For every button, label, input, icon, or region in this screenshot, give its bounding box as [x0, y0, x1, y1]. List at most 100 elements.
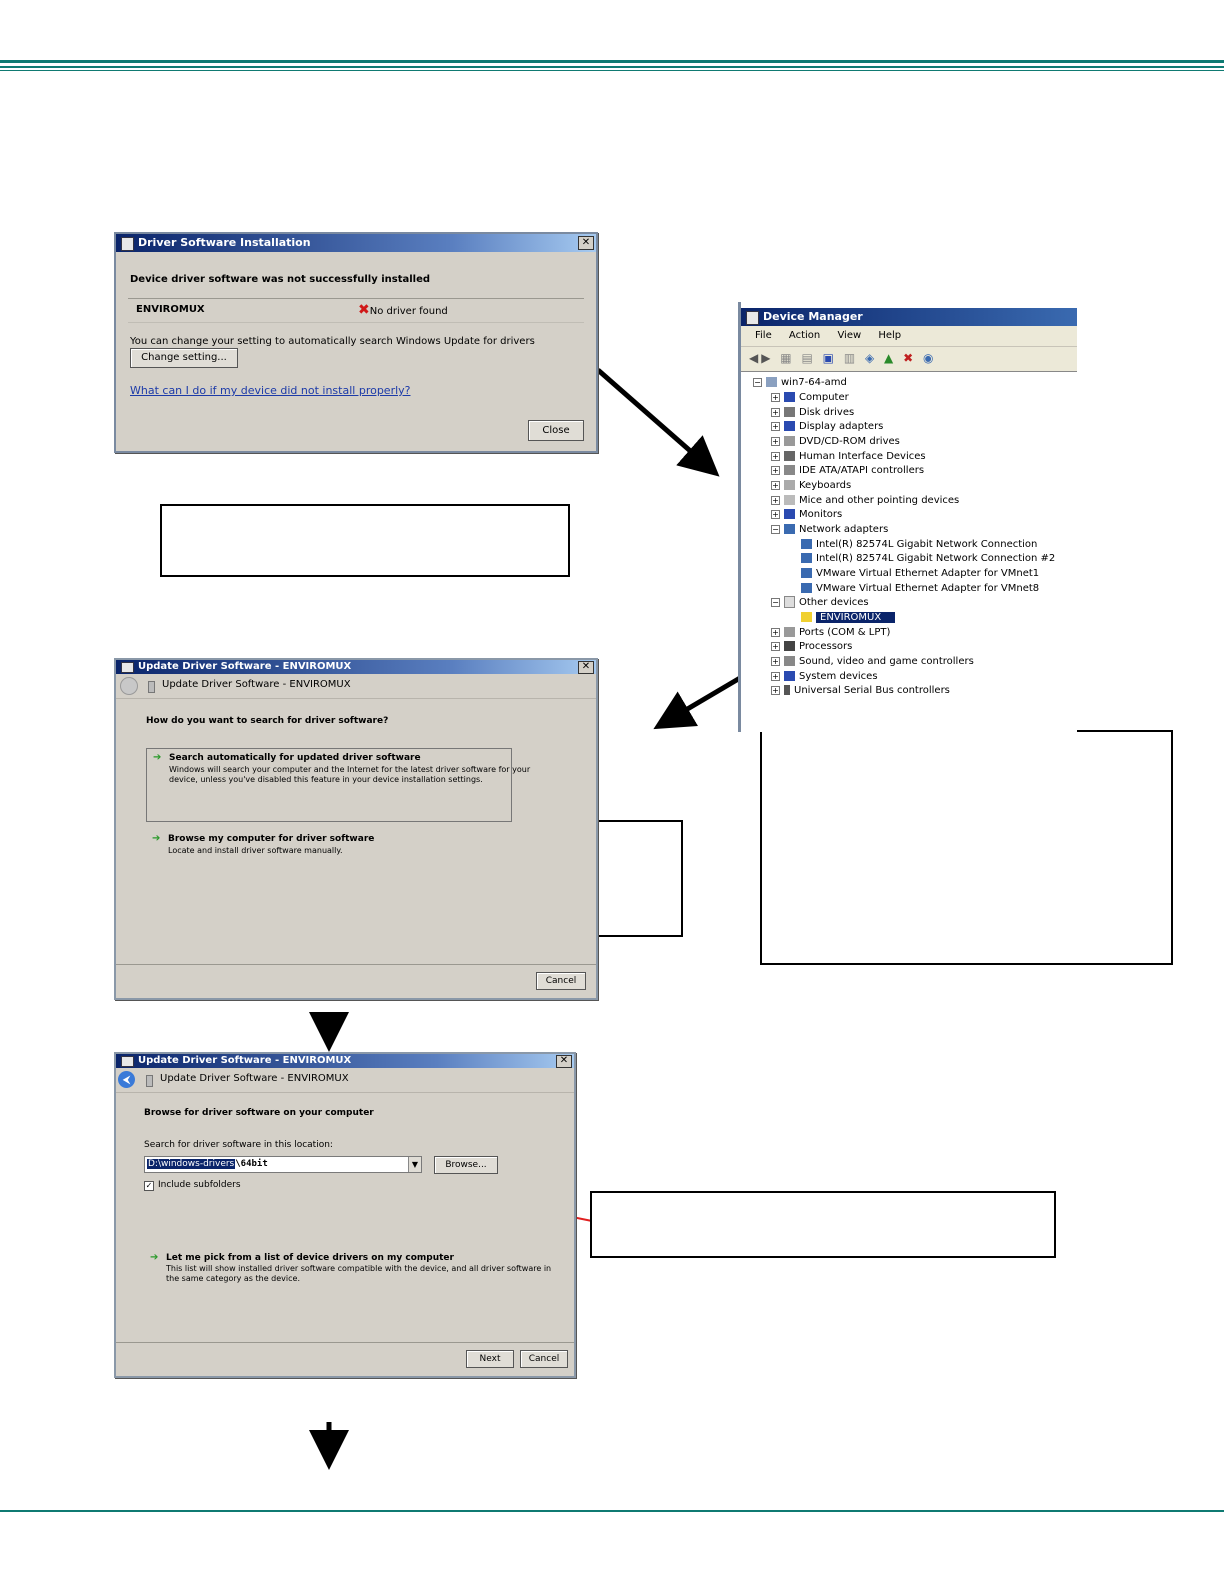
network-icon — [801, 553, 812, 563]
tree-root[interactable]: −win7-64-amd — [753, 377, 847, 388]
info-text: You can change your setting to automatic… — [130, 336, 535, 347]
help-link[interactable]: What can I do if my device did not insta… — [130, 384, 411, 397]
network-icon — [784, 524, 795, 534]
tree-item-monitors[interactable]: +Monitors — [771, 509, 843, 520]
window-icon — [121, 237, 134, 251]
change-setting-button[interactable]: Change setting... — [130, 348, 238, 368]
properties-icon[interactable]: ▦ — [780, 351, 795, 365]
arrow-to-update-dialog — [653, 675, 742, 730]
toolbar: ◀▶ ▦ ▤ ▣ ▥ ◈ ▲ ✖ ◉ — [741, 346, 1077, 372]
green-arrow-icon: ➔ — [152, 833, 161, 844]
menu-view[interactable]: View — [837, 330, 862, 341]
divider — [116, 1342, 574, 1343]
view-icon[interactable]: ▥ — [843, 351, 859, 365]
window-icon — [121, 662, 134, 673]
mouse-icon — [784, 495, 795, 505]
cancel-button[interactable]: Cancel — [520, 1350, 568, 1368]
tree-item-ports[interactable]: +Ports (COM & LPT) — [771, 627, 891, 638]
computer-icon — [766, 377, 777, 387]
close-icon[interactable]: ✕ — [556, 1055, 572, 1068]
scan-icon[interactable]: ◈ — [864, 351, 878, 365]
header-title: Update Driver Software - ENVIROMUX — [160, 1073, 349, 1084]
top-rule-3 — [0, 70, 1224, 71]
tree-item-sound[interactable]: +Sound, video and game controllers — [771, 656, 974, 667]
ide-icon — [784, 465, 795, 475]
path-combobox[interactable]: D:\windows-drivers\64bit ▼ — [144, 1156, 422, 1173]
window-title: Device Manager — [763, 310, 863, 323]
monitor-icon — [784, 509, 795, 519]
forward-icon[interactable]: ▶ — [761, 351, 774, 365]
browse-computer-option[interactable]: ➔ Browse my computer for driver software… — [146, 830, 416, 860]
tree-item-vmnet1[interactable]: VMware Virtual Ethernet Adapter for VMne… — [801, 567, 1039, 581]
back-icon[interactable]: ◀ — [749, 351, 762, 365]
title-bar: Update Driver Software - ENVIROMUX ✕ — [116, 1054, 574, 1068]
search-auto-option[interactable]: ➔ Search automatically for updated drive… — [146, 748, 530, 822]
uninstall-icon[interactable]: ✖ — [903, 351, 917, 365]
driver-install-dialog: Driver Software Installation ✕ Device dr… — [114, 232, 598, 453]
device-tree: −win7-64-amd +Computer +Disk drives +Dis… — [753, 376, 1073, 716]
update-driver-icon[interactable]: ▲ — [884, 351, 897, 365]
browse-button[interactable]: Browse... — [434, 1156, 498, 1174]
next-button[interactable]: Next — [466, 1350, 514, 1368]
menu-help[interactable]: Help — [878, 330, 902, 341]
callout-box-4 — [590, 1191, 1056, 1258]
back-icon[interactable] — [120, 677, 138, 695]
show-hide-icon[interactable]: ▤ — [801, 351, 816, 365]
tree-item-system[interactable]: +System devices — [771, 671, 878, 682]
network-icon — [801, 568, 812, 578]
tree-item-disk-drives[interactable]: +Disk drives — [771, 407, 855, 418]
pick-from-list-option[interactable]: ➔ Let me pick from a list of device driv… — [148, 1250, 551, 1286]
cancel-button[interactable]: Cancel — [536, 972, 586, 990]
header-title: Update Driver Software - ENVIROMUX — [162, 679, 351, 690]
close-icon[interactable]: ✕ — [578, 236, 594, 250]
green-arrow-icon: ➔ — [153, 752, 162, 763]
tree-item-enviromux[interactable]: ENVIROMUX — [801, 611, 896, 625]
disk-icon — [784, 407, 795, 417]
option-desc: Windows will search your computer and th… — [169, 765, 531, 774]
close-button[interactable]: Close — [528, 420, 584, 441]
update-driver-dialog: Update Driver Software - ENVIROMUX ✕ Upd… — [114, 658, 598, 1000]
header-bar: ⮜ Update Driver Software - ENVIROMUX — [116, 1068, 574, 1093]
port-icon — [784, 627, 795, 637]
hid-icon — [784, 451, 795, 461]
search-question: How do you want to search for driver sof… — [146, 716, 389, 726]
tree-item-processors[interactable]: +Processors — [771, 641, 853, 652]
dialog-title: Update Driver Software - ENVIROMUX — [138, 661, 352, 672]
search-location-label: Search for driver software in this locat… — [144, 1140, 333, 1150]
menu-action[interactable]: Action — [788, 330, 821, 341]
help-icon[interactable]: ▣ — [822, 351, 837, 365]
device-icon — [148, 681, 155, 693]
option-desc: This list will show installed driver sof… — [166, 1264, 552, 1273]
tree-item-mice[interactable]: +Mice and other pointing devices — [771, 495, 960, 506]
tree-item-network-adapters[interactable]: −Network adapters — [771, 524, 889, 535]
tree-item-dvd[interactable]: +DVD/CD-ROM drives — [771, 436, 900, 447]
tree-item-computer[interactable]: +Computer — [771, 392, 849, 403]
dialog-title: Driver Software Installation — [138, 236, 311, 249]
system-icon — [784, 671, 795, 681]
browse-heading: Browse for driver software on your compu… — [144, 1108, 374, 1118]
tree-item-ide[interactable]: +IDE ATA/ATAPI controllers — [771, 465, 925, 476]
option-desc: Locate and install driver software manua… — [168, 846, 343, 855]
tree-item-display-adapters[interactable]: +Display adapters — [771, 421, 884, 432]
close-icon[interactable]: ✕ — [578, 661, 594, 674]
bottom-rule — [0, 1510, 1224, 1512]
display-icon — [784, 421, 795, 431]
tree-item-usb[interactable]: +Universal Serial Bus controllers — [771, 685, 950, 696]
dvd-icon — [784, 436, 795, 446]
disable-icon[interactable]: ◉ — [923, 351, 937, 365]
divider — [128, 322, 584, 323]
tree-item-hid[interactable]: +Human Interface Devices — [771, 451, 926, 462]
network-icon — [801, 583, 812, 593]
option-desc: the same category as the device. — [166, 1274, 301, 1283]
tree-item-other-devices[interactable]: −Other devices — [771, 596, 869, 608]
chevron-down-icon[interactable]: ▼ — [408, 1157, 421, 1172]
tree-item-vmnet8[interactable]: VMware Virtual Ethernet Adapter for VMne… — [801, 582, 1039, 596]
browse-driver-dialog: Update Driver Software - ENVIROMUX ✕ ⮜ U… — [114, 1052, 576, 1378]
tree-item-intel-1[interactable]: Intel(R) 82574L Gigabit Network Connecti… — [801, 538, 1037, 552]
menu-file[interactable]: File — [755, 330, 772, 341]
checkbox-checked-icon[interactable]: ✓ — [144, 1181, 154, 1191]
tree-item-intel-2[interactable]: Intel(R) 82574L Gigabit Network Connecti… — [801, 552, 1055, 566]
back-icon[interactable]: ⮜ — [118, 1071, 135, 1088]
tree-item-keyboards[interactable]: +Keyboards — [771, 480, 852, 491]
window-icon — [121, 1056, 134, 1067]
